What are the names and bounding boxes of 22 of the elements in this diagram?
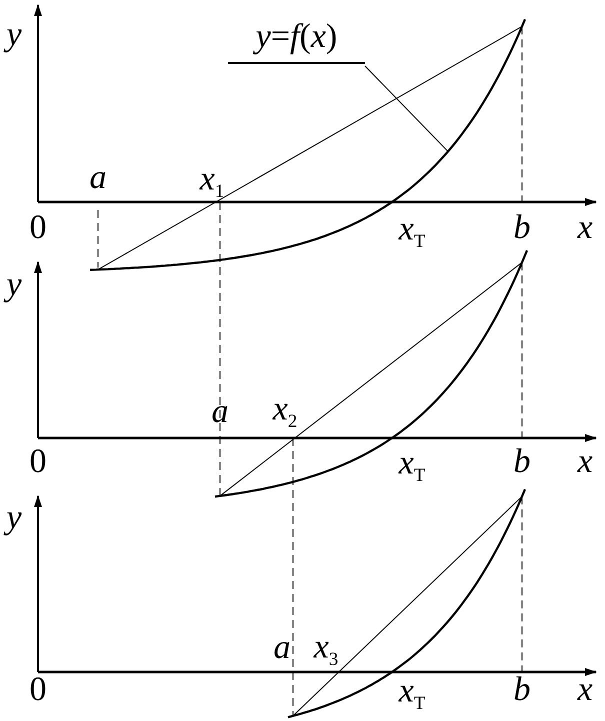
leader-line: [364, 66, 448, 152]
axis-label: y: [6, 501, 22, 535]
axis-label: a: [212, 395, 228, 429]
axis-label: b: [514, 673, 530, 707]
axis-label: a: [90, 161, 106, 195]
axis-label: 0: [30, 211, 46, 245]
axis-label: a: [274, 631, 290, 665]
axis-label: b: [514, 445, 530, 479]
axis-label: x$_{T}$: [398, 212, 426, 252]
axis-label: x: [577, 673, 593, 707]
axis-label: x: [577, 445, 593, 479]
axis-label: x$_{2}$: [272, 392, 298, 432]
axis-label: x$_{3}$: [314, 630, 338, 670]
axis-label: b: [514, 211, 530, 245]
axis-label: 0: [30, 673, 46, 707]
axis-label: y: [6, 18, 22, 52]
axis-label: x$_{1}$: [200, 162, 224, 202]
axis-label: x: [577, 211, 593, 245]
axis-label: x$_{T}$: [398, 674, 426, 714]
axis-label: y: [6, 268, 22, 302]
axis-label: x$_{T}$: [398, 446, 426, 486]
axis-label: 0: [30, 445, 46, 479]
